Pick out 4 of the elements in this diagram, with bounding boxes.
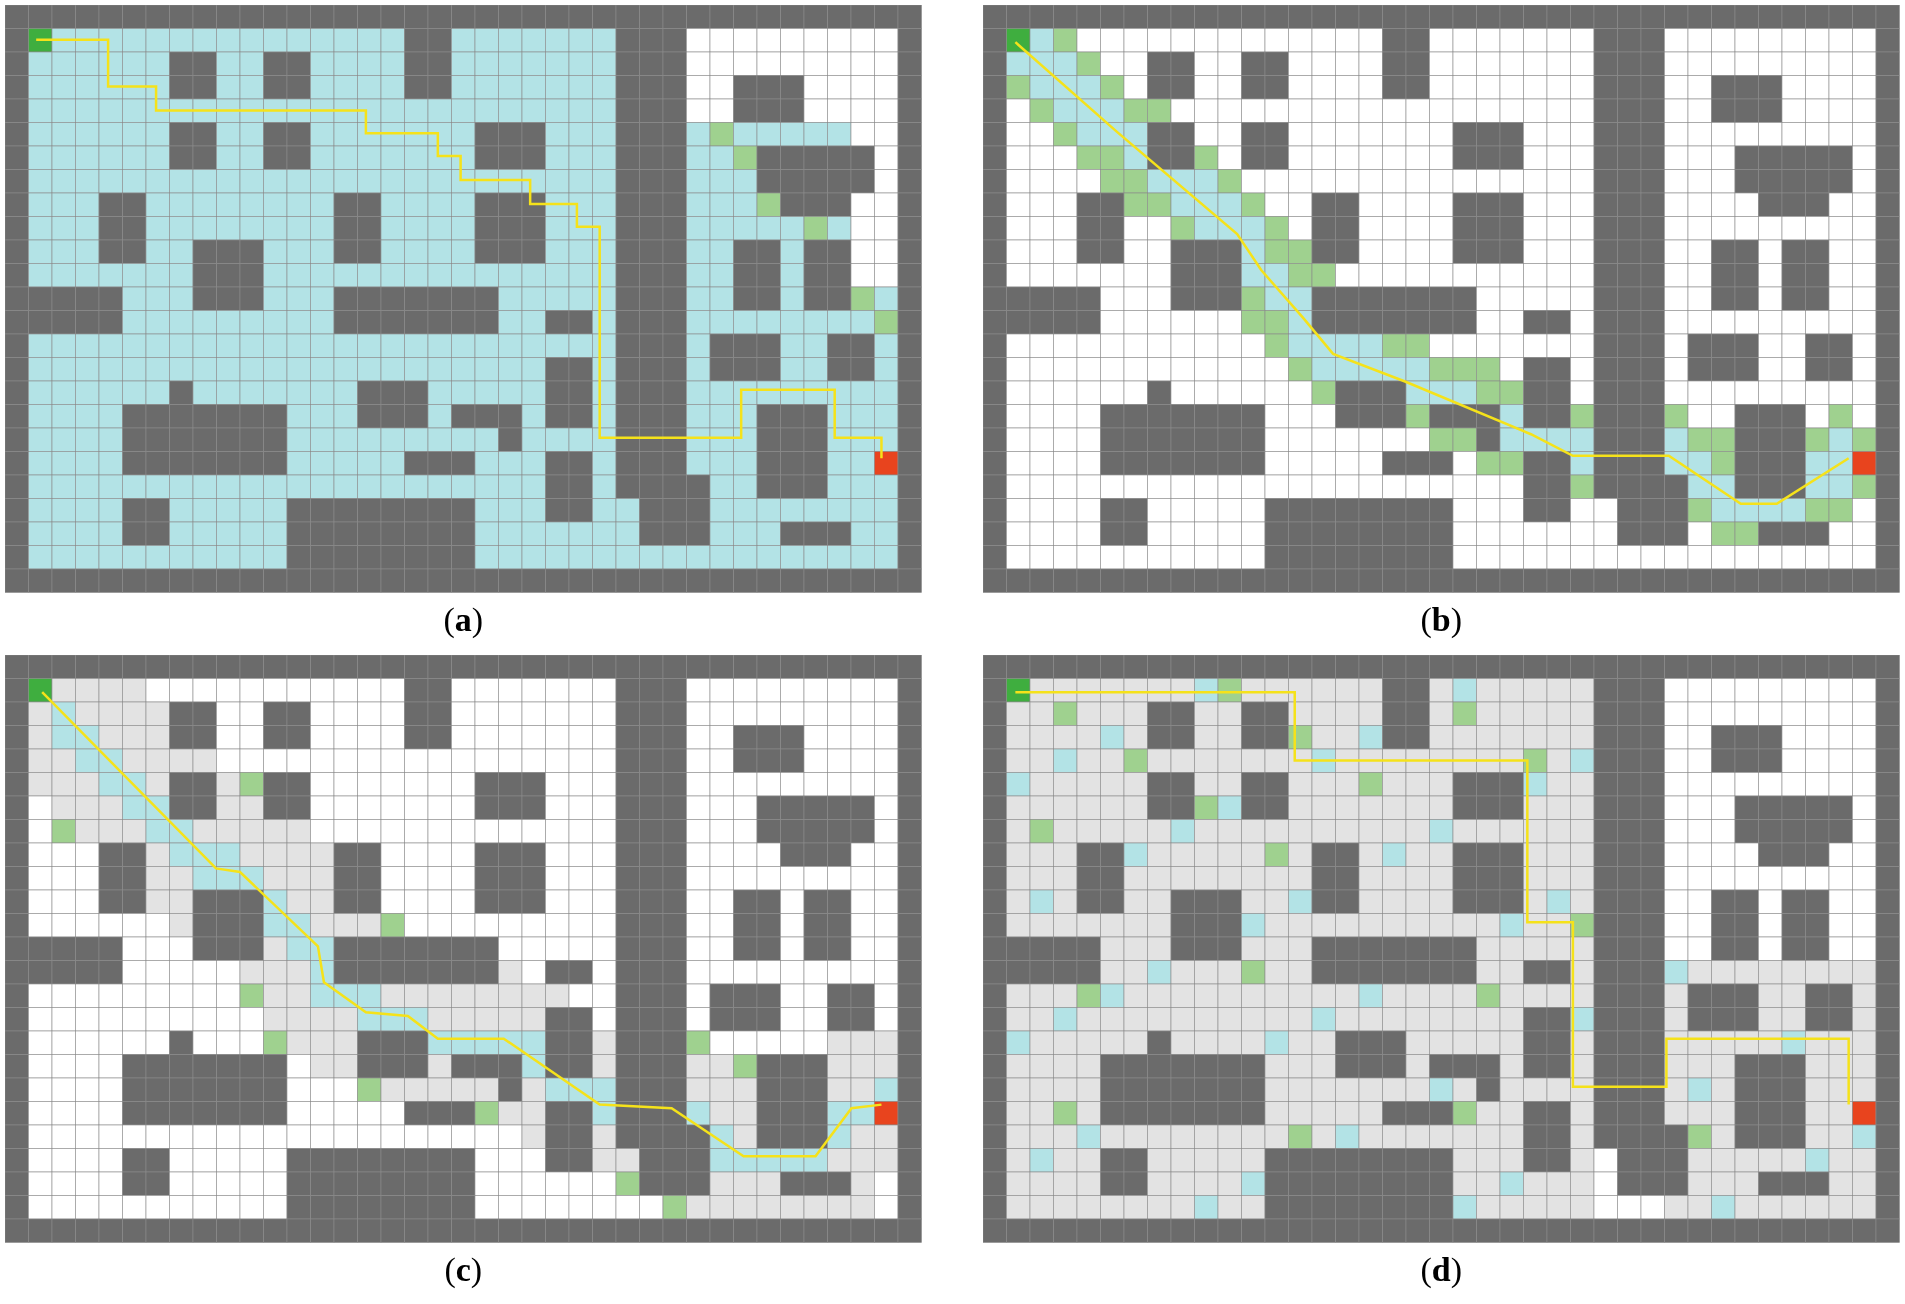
panel-label: (d): [1419, 1250, 1464, 1289]
panel-label: (b): [1419, 600, 1464, 639]
panel-label: (c): [443, 1250, 484, 1289]
panel-label: (a): [442, 600, 485, 639]
